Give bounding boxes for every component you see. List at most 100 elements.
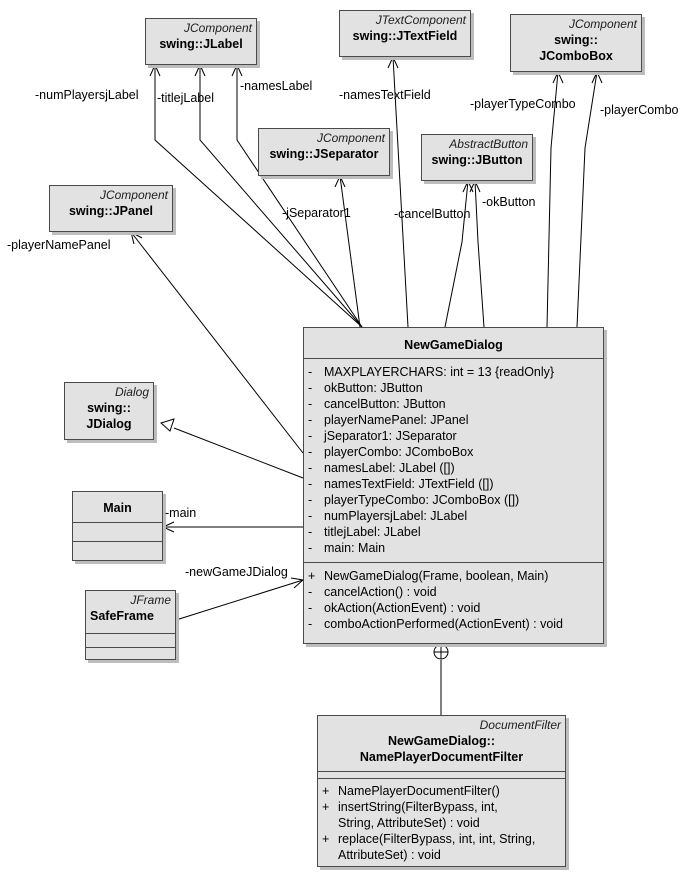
assoc-separator-arrow bbox=[334, 174, 346, 188]
visibility-marker: - bbox=[308, 617, 313, 631]
member-text: NamePlayerDocumentFilter() bbox=[338, 784, 500, 798]
visibility-marker: - bbox=[308, 365, 313, 379]
stereotype: JComponent bbox=[183, 21, 252, 35]
member-text: cancelButton: JButton bbox=[324, 397, 446, 411]
member-text: insertString(FilterBypass, int, bbox=[338, 800, 498, 814]
label-main: -main bbox=[165, 506, 197, 520]
class-jtextfield[interactable]: JTextComponent swing::JTextField bbox=[339, 10, 471, 57]
member-row: -cancelAction() : void bbox=[304, 584, 603, 600]
visibility-marker: - bbox=[308, 413, 313, 427]
member-text: AttributeSet) : void bbox=[338, 848, 441, 862]
member-row: -cancelButton: JButton bbox=[304, 396, 603, 412]
class-jpanel[interactable]: JComponent swing::JPanel bbox=[49, 185, 173, 232]
class-nameplayerdocumentfilter[interactable]: DocumentFilter NewGameDialog:: NamePlaye… bbox=[317, 715, 566, 867]
class-name-line1: swing:: bbox=[87, 401, 131, 415]
class-jseparator[interactable]: JComponent swing::JSeparator bbox=[258, 128, 390, 176]
member-text: NewGameDialog(Frame, boolean, Main) bbox=[324, 569, 549, 583]
member-text: cancelAction() : void bbox=[324, 585, 437, 599]
class-newgamedialog[interactable]: NewGameDialog -MAXPLAYERCHARS: int = 13 … bbox=[303, 327, 604, 644]
assoc-playertype-line bbox=[546, 71, 559, 328]
assoc-numplayers-line bbox=[154, 65, 363, 328]
assoc-names-line bbox=[236, 65, 363, 328]
attributes-compartment bbox=[318, 771, 565, 778]
class-jbutton[interactable]: AbstractButton swing::JButton bbox=[421, 134, 533, 181]
visibility-marker: - bbox=[308, 429, 313, 443]
nesting-cross bbox=[434, 645, 448, 659]
member-row: -comboActionPerformed(ActionEvent) : voi… bbox=[304, 616, 603, 632]
assoc-names-arrow bbox=[231, 63, 243, 77]
assoc-playercombo-arrow bbox=[591, 70, 603, 84]
stereotype: JComponent bbox=[99, 188, 168, 202]
label-playernamepanel: -playerNamePanel bbox=[7, 238, 111, 252]
class-name: swing::JPanel bbox=[68, 204, 154, 218]
generalization-line bbox=[173, 427, 304, 479]
visibility-marker bbox=[318, 815, 338, 831]
assoc-cancel-line bbox=[444, 180, 469, 328]
operations-compartment: +NewGameDialog(Frame, boolean, Main)-can… bbox=[304, 562, 603, 636]
visibility-marker: - bbox=[308, 509, 313, 523]
class-safeframe[interactable]: JFrame SafeFrame bbox=[85, 590, 176, 660]
member-row: -playerTypeCombo: JComboBox ([]) bbox=[304, 492, 603, 508]
operations-compartment: + NamePlayerDocumentFilter() + insertString… bbox=[318, 778, 565, 865]
member-row: String, AttributeSet) : void bbox=[318, 815, 565, 831]
class-name: NewGameDialog bbox=[404, 338, 503, 352]
visibility-marker: - bbox=[308, 445, 313, 459]
member-row: AttributeSet) : void bbox=[318, 847, 565, 863]
member-text: String, AttributeSet) : void bbox=[338, 816, 480, 830]
assoc-ok-arrow bbox=[469, 179, 481, 193]
attributes-compartment bbox=[73, 522, 162, 541]
visibility-marker: + bbox=[322, 800, 330, 814]
assoc-ok-line bbox=[474, 180, 485, 328]
class-name: swing::JSeparator bbox=[269, 147, 379, 161]
class-name-line2: JDialog bbox=[86, 417, 132, 431]
label-cancelbutton: -cancelButton bbox=[394, 207, 471, 221]
class-jlabel[interactable]: JComponent swing::JLabel bbox=[145, 18, 257, 65]
member-text: main: Main bbox=[324, 541, 386, 555]
label-newgamejdialog: -newGameJDialog bbox=[185, 565, 288, 579]
class-name-line2: NamePlayerDocumentFilter bbox=[359, 750, 524, 764]
class-jdialog[interactable]: Dialog swing:: JDialog bbox=[64, 382, 154, 440]
label-playercombo: -playerCombo bbox=[600, 103, 679, 117]
assoc-numplayers-arrow bbox=[149, 63, 161, 77]
visibility-marker: - bbox=[308, 477, 313, 491]
assoc-frame-line bbox=[175, 579, 304, 621]
stereotype: Dialog bbox=[114, 385, 149, 399]
assoc-panel-line bbox=[130, 231, 304, 454]
stereotype: JComponent bbox=[316, 131, 385, 145]
assoc-playercombo-line bbox=[576, 71, 598, 328]
visibility-marker: - bbox=[308, 525, 313, 539]
attributes-compartment bbox=[86, 633, 175, 647]
member-row: -namesLabel: JLabel ([]) bbox=[304, 460, 603, 476]
member-row: + replace(FilterBypass, int, int, String, bbox=[318, 831, 565, 847]
class-jcombobox[interactable]: JComponent swing:: JComboBox bbox=[510, 14, 642, 72]
label-playertypecombo: -playerTypeCombo bbox=[470, 97, 576, 111]
member-row: -MAXPLAYERCHARS: int = 13 {readOnly} bbox=[304, 364, 603, 380]
member-row: -titlejLabel: JLabel bbox=[304, 524, 603, 540]
member-text: okAction(ActionEvent) : void bbox=[324, 601, 481, 615]
label-titlejlabel: -titlejLabel bbox=[157, 91, 214, 105]
operations-compartment bbox=[86, 647, 175, 661]
visibility-marker: - bbox=[308, 381, 313, 395]
member-text: replace(FilterBypass, int, int, String, bbox=[338, 832, 536, 846]
member-text: comboActionPerformed(ActionEvent) : void bbox=[324, 617, 563, 631]
label-okbutton: -okButton bbox=[482, 195, 536, 209]
member-text: namesTextField: JTextField ([]) bbox=[324, 477, 494, 491]
member-text: titlejLabel: JLabel bbox=[324, 525, 421, 539]
visibility-marker: - bbox=[308, 601, 313, 615]
operations-compartment bbox=[73, 541, 162, 560]
visibility-marker: - bbox=[308, 585, 313, 599]
class-main[interactable]: Main bbox=[72, 491, 163, 561]
member-row: -jSeparator1: JSeparator bbox=[304, 428, 603, 444]
label-jseparator1: -jSeparator1 bbox=[282, 206, 351, 220]
visibility-marker: + bbox=[322, 832, 330, 846]
label-numplayersjlabel: -numPlayersjLabel bbox=[35, 88, 139, 102]
class-name: swing::JTextField bbox=[352, 29, 458, 43]
class-name: swing::JButton bbox=[431, 153, 523, 167]
member-text: playerCombo: JComboBox bbox=[324, 445, 474, 459]
class-name-line2: JComboBox bbox=[539, 49, 613, 63]
member-text: MAXPLAYERCHARS: int = 13 {readOnly} bbox=[324, 365, 555, 379]
assoc-title-line bbox=[199, 65, 363, 328]
member-row: -okButton: JButton bbox=[304, 380, 603, 396]
assoc-playertype-arrow bbox=[552, 70, 564, 84]
